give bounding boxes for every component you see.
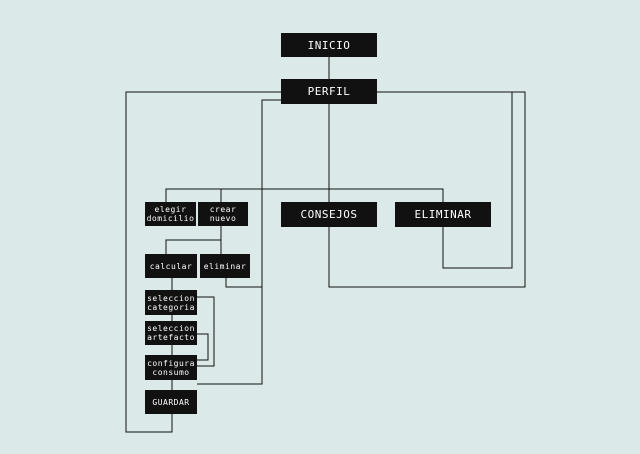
node-crear-nuevo[interactable]: crear nuevo bbox=[198, 202, 248, 226]
node-eliminar-sub[interactable]: eliminar bbox=[200, 254, 250, 278]
node-seleccion-categoria[interactable]: seleccion categoria bbox=[145, 290, 197, 315]
node-guardar[interactable]: GUARDAR bbox=[145, 390, 197, 414]
node-eliminar-main[interactable]: ELIMINAR bbox=[395, 202, 491, 227]
node-perfil[interactable]: PERFIL bbox=[281, 79, 377, 104]
node-configura-consumo[interactable]: configura consumo bbox=[145, 355, 197, 380]
node-seleccion-artefacto[interactable]: seleccion artefacto bbox=[145, 321, 197, 345]
node-calcular[interactable]: calcular bbox=[145, 254, 197, 278]
node-inicio[interactable]: INICIO bbox=[281, 33, 377, 57]
node-elegir-domicilio[interactable]: elegir domicilio bbox=[145, 202, 196, 226]
node-consejos[interactable]: CONSEJOS bbox=[281, 202, 377, 227]
